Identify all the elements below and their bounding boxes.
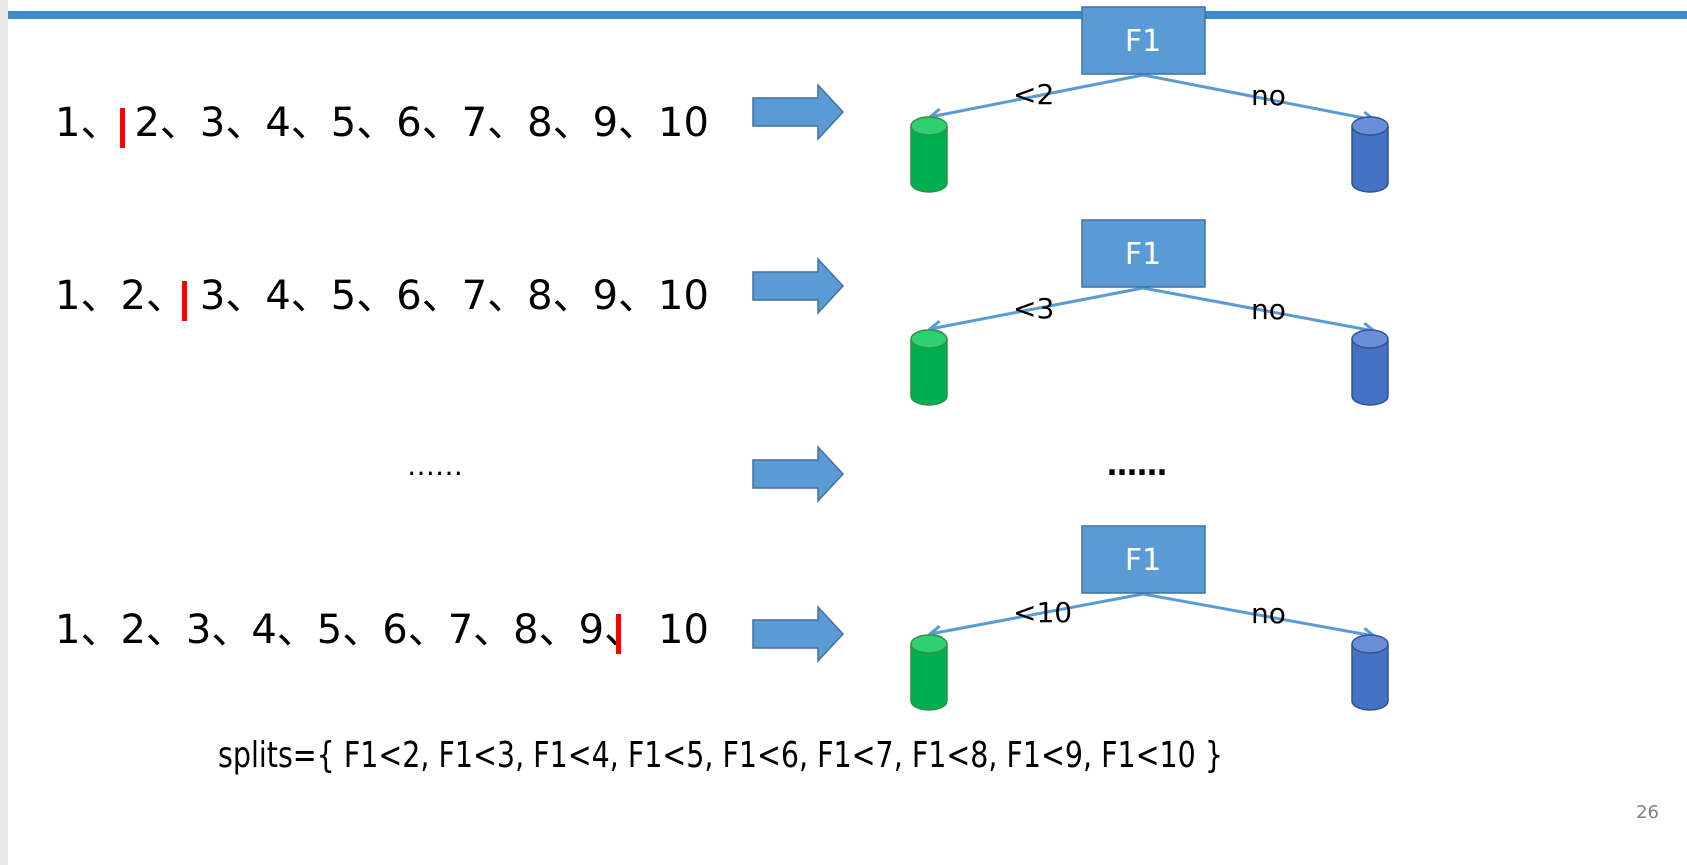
condition-label: <3 [1013,292,1054,325]
sequence-text: 1、2、3、4、5、6、7、8、9、 10 [55,607,709,653]
right-arrow-icon [752,445,845,503]
split-row-2: 1、2、 3、4、5、6、7、8、9、10 F1 <3 no [55,219,1389,406]
leaf-right [1351,329,1389,406]
right-arrow-icon [752,83,845,141]
sequence-text: 1、2、 3、4、5、6、7、8、9、10 [55,273,709,319]
split-row-1: 1、 2、3、4、5、6、7、8、9、10 F1 <2 no [55,6,1389,193]
sequence-before: 1、2、3、4、5、6、7、8、9、 [55,607,644,653]
right-edge [1142,73,1374,120]
page-number: 26 [1636,802,1659,823]
ellipsis-row: …… …… [407,445,1167,503]
left-edge [930,73,1144,117]
title-bar-stripe [8,11,1687,19]
right-arrow-icon [752,257,845,315]
node-label: F1 [1125,237,1161,272]
decision-tree: F1 <3 no [910,219,1389,406]
condition-label: <10 [1013,596,1072,629]
ellipsis-left: …… [407,449,463,482]
split-candidates-diagram: 1、2、3、4、5、6、7、8、9、10 F1 <2 no [55,6,1659,823]
leaf-right [1351,116,1389,193]
right-edge [1142,286,1374,331]
node-box [1081,6,1206,75]
condition-label: <2 [1013,78,1054,111]
left-edge [930,286,1144,329]
leaf-left [910,116,948,193]
sequence-before: 1、 [55,100,120,146]
else-label: no [1251,597,1286,630]
sequence-after: 10 [658,607,709,653]
split-marker [182,281,187,321]
node-label: F1 [1125,24,1161,59]
sequence-before: 1、2、 [55,273,186,319]
else-label: no [1251,79,1286,112]
split-marker [616,614,621,654]
else-label: no [1251,293,1286,326]
splits-summary: splits={ F1<2, F1<3, F1<4, F1<5, F1<6, F… [218,735,1223,776]
ellipsis-right: …… [1107,448,1167,483]
sequence-text: 1、 2、3、4、5、6、7、8、9、10 [55,100,709,146]
right-edge [1142,592,1374,636]
split-marker [120,108,125,148]
leaf-left [910,634,948,711]
decision-tree: F1 <10 no [910,525,1389,711]
slide: 1、2、3、4、5、6、7、8、9、10 F1 <2 no [8,0,1687,865]
right-arrow-icon [752,605,845,663]
left-edge [930,592,1144,634]
leaf-left [910,329,948,406]
node-box [1081,525,1206,594]
decision-tree: F1 <2 no [910,6,1389,193]
node-box [1081,219,1206,288]
leaf-right [1351,634,1389,711]
sequence-after: 3、4、5、6、7、8、9、10 [200,273,709,319]
node-label: F1 [1125,543,1161,578]
sequence-after: 2、3、4、5、6、7、8、9、10 [134,100,709,146]
split-row-3: 1、2、3、4、5、6、7、8、9、 10 F1 <10 no [55,525,1389,711]
